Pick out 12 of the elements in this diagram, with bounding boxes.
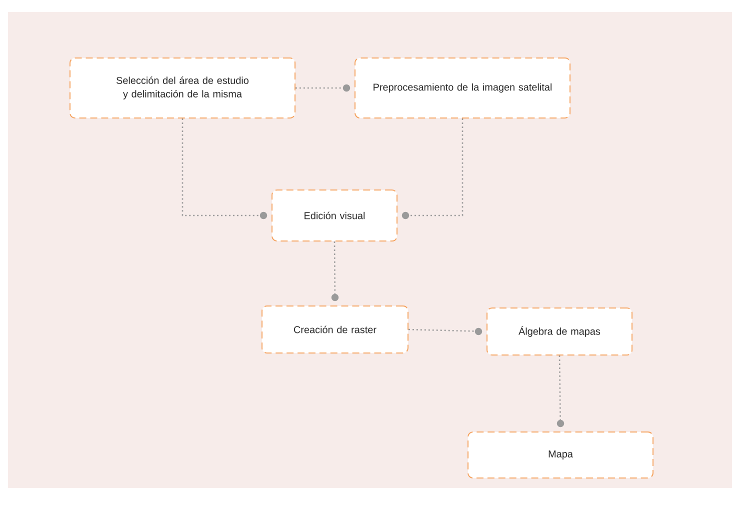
- connector: [331, 242, 339, 302]
- process-box: Álgebra de mapas: [486, 308, 632, 356]
- connector: [182, 118, 268, 220]
- process-box: Edición visual: [272, 190, 398, 242]
- connector: [296, 84, 350, 92]
- connector: [408, 328, 482, 336]
- connector: [556, 355, 564, 428]
- process-box: Selección del área de estudio y delimitación de la misma: [70, 58, 296, 118]
- process-box: Creación de raster: [262, 306, 408, 354]
- process-box: Preprocesamiento de la imagen satelital: [354, 58, 570, 118]
- connector: [402, 118, 464, 220]
- process-box: Mapa: [468, 432, 654, 478]
